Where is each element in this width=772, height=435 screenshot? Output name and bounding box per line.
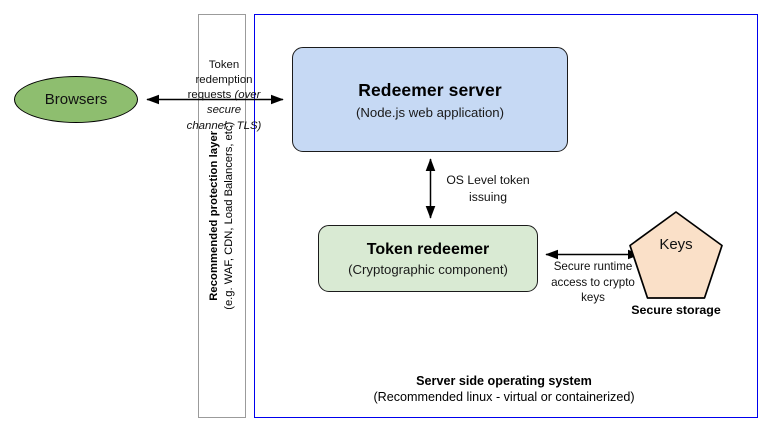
edge-label-secure-runtime-access: Secure runtime access to crypto keys <box>542 259 644 306</box>
node-token-redeemer-title: Token redeemer <box>366 240 490 258</box>
edge-label-secure-runtime-access-line2: access to crypto <box>551 275 635 289</box>
node-browsers[interactable]: Browsers <box>14 76 138 123</box>
node-token-redeemer-subtitle: (Cryptographic component) <box>348 261 508 277</box>
node-keys[interactable] <box>628 210 724 300</box>
edge-label-os-token-issuing-line1: OS Level token <box>446 173 530 187</box>
edge-label-secure-runtime-access-line1: Secure runtime <box>553 260 633 273</box>
edge-label-token-redemption-line1: Token <box>208 59 240 71</box>
edge-label-token-redemption: Token redemption requests (over secure c… <box>186 58 262 134</box>
edge-label-token-redemption-line2: redemption <box>195 74 253 87</box>
protection-layer-container <box>198 14 246 418</box>
node-redeemer-server-subtitle: (Node.js web application) <box>355 104 505 120</box>
server-os-subtitle: (Recommended linux - virtual or containe… <box>373 390 635 404</box>
node-token-redeemer[interactable]: Token redeemer (Cryptographic component) <box>318 225 538 292</box>
edge-label-secure-runtime-access-line3: keys <box>581 291 605 305</box>
edge-label-token-redemption-line3: requests <box>187 89 232 102</box>
edge-label-os-token-issuing-line2: issuing <box>469 189 507 204</box>
node-redeemer-server-title: Redeemer server <box>358 79 502 100</box>
secure-storage-caption: Secure storage <box>631 303 721 317</box>
edge-label-os-token-issuing: OS Level token issuing <box>428 172 548 205</box>
server-os-caption: Server side operating system (Recommende… <box>304 374 704 404</box>
node-redeemer-server[interactable]: Redeemer server (Node.js web application… <box>292 47 568 152</box>
pentagon-icon <box>629 211 723 299</box>
node-browsers-label: Browsers <box>44 91 108 108</box>
server-os-title: Server side operating system <box>416 374 592 388</box>
edge-label-token-redemption-italic: (over secure channel - TLS) <box>186 89 262 132</box>
